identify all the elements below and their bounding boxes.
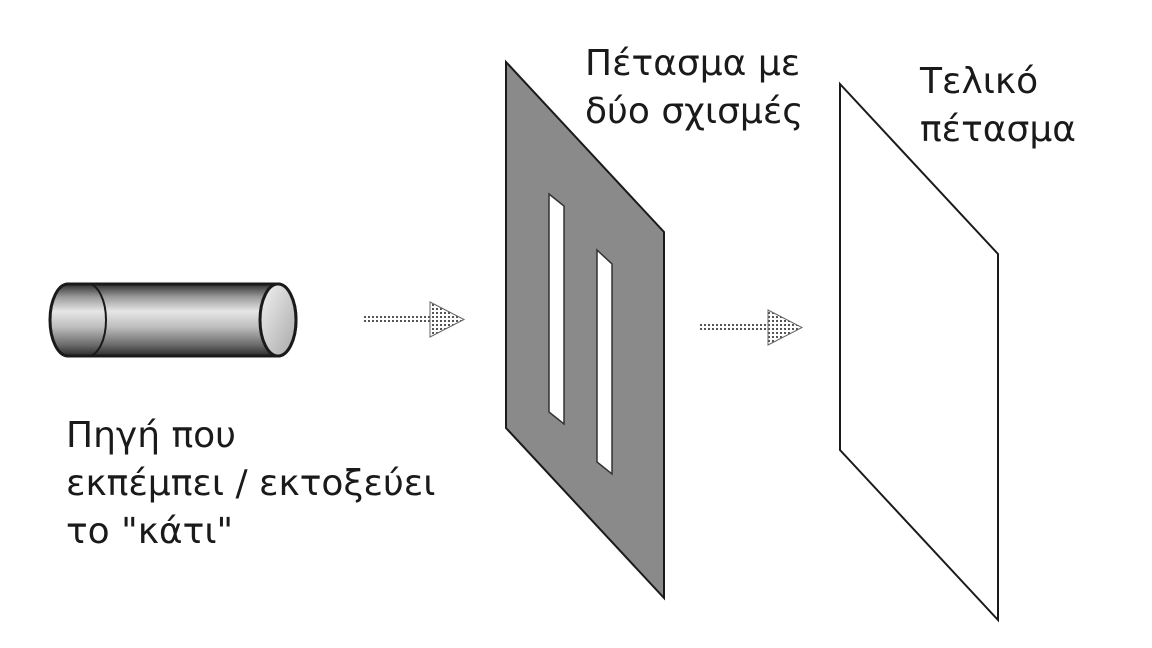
slit-2	[596, 248, 613, 476]
dotted-arrow-icon	[700, 309, 804, 346]
final-screen-label-line-1: Τελικό	[920, 61, 1039, 102]
source-cylinder-icon	[48, 282, 298, 358]
source-label-line-1: Πηγή που	[66, 415, 236, 456]
final-screen	[839, 81, 999, 623]
slit-screen-label-line-1: Πέτασμα με	[585, 43, 801, 84]
slit-1	[548, 192, 565, 426]
source-label-line-3: το "κάτι"	[66, 511, 234, 552]
source-label: Πηγή που εκπέμπει / εκτοξεύει το "κάτι"	[66, 412, 435, 556]
dotted-arrow-icon	[362, 301, 466, 338]
final-screen-label: Τελικό πέτασμα	[920, 58, 1076, 154]
slit-screen-label: Πέτασμα με δύο σχισμές	[585, 40, 803, 136]
final-screen-label-line-2: πέτασμα	[920, 109, 1076, 150]
slit-screen-label-line-2: δύο σχισμές	[585, 91, 804, 132]
slit-screen	[505, 59, 665, 601]
source-label-line-2: εκπέμπει / εκτοξεύει	[66, 463, 436, 504]
